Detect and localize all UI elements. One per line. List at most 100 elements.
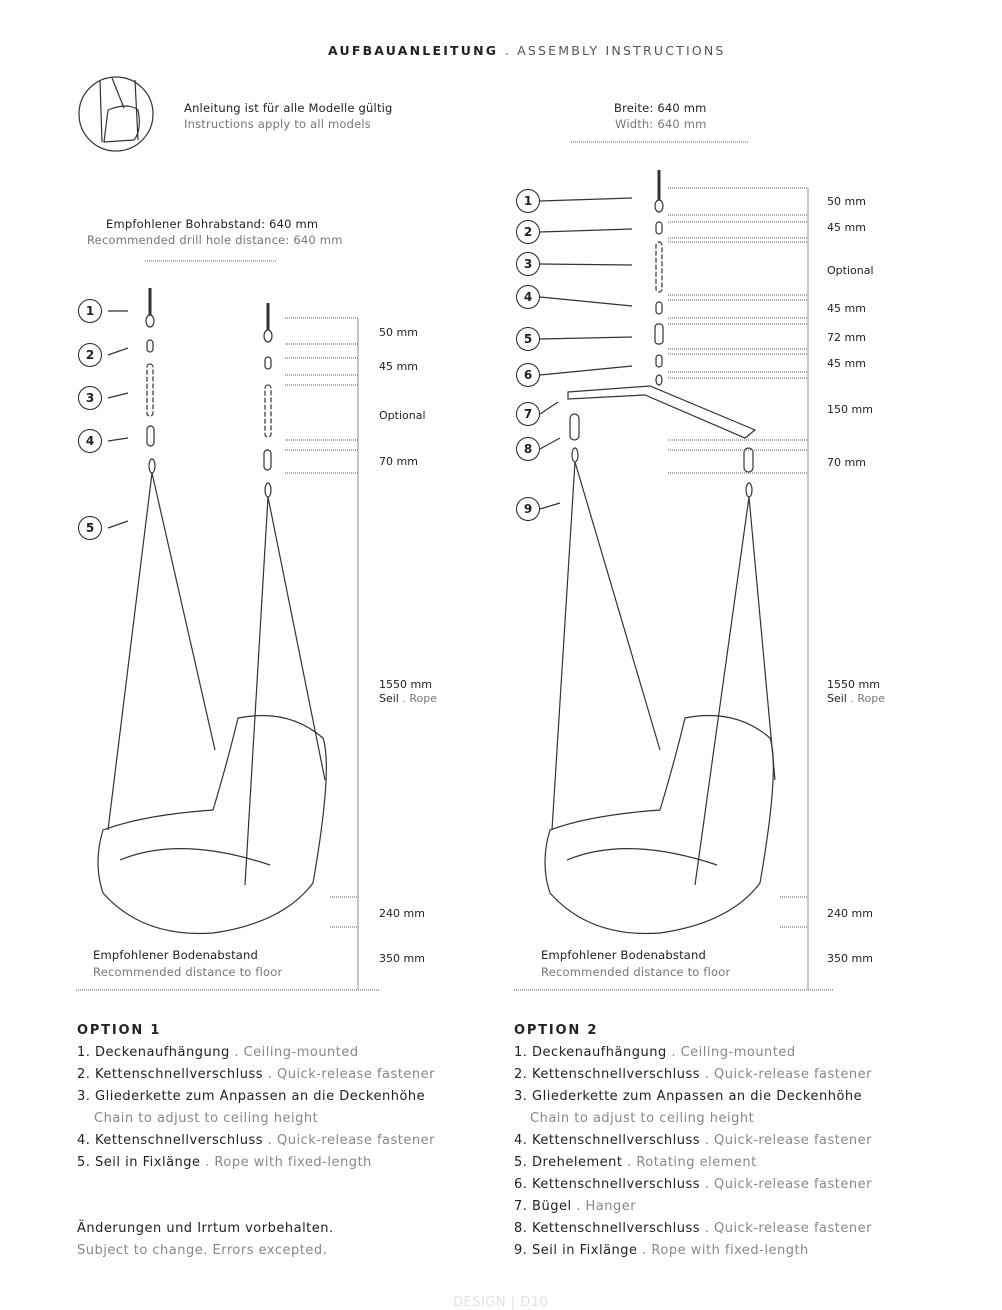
list-item: 2. Kettenschnellverschluss . Quick-relea…: [514, 1067, 872, 1082]
list-item: 5. Seil in Fixlänge . Rope with fixed-le…: [77, 1155, 372, 1170]
list-item: 5. Drehelement . Rotating element: [514, 1155, 757, 1170]
list-item-text: 7. Bügel: [514, 1199, 572, 1214]
rope-de: Seil: [379, 692, 399, 705]
callout-number: 7: [516, 402, 540, 426]
list-item-text: 5. Drehelement: [514, 1155, 623, 1170]
rope-label: Seil . Rope: [827, 692, 885, 705]
model-thumbnail-icon: [78, 76, 154, 152]
rope-de: Seil: [827, 692, 847, 705]
list-item-text: . Quick-release fastener: [267, 1133, 435, 1148]
floor-de: Empfohlener Bodenabstand: [93, 948, 259, 962]
list-item-text: 3. Gliederkette zum Anpassen an die Deck…: [77, 1089, 426, 1104]
dim-label: 72 mm: [827, 331, 866, 344]
list-item-text: 6. Kettenschnellverschluss: [514, 1177, 701, 1192]
list-item-text: . Quick-release fastener: [267, 1067, 435, 1082]
dim-label: 70 mm: [379, 455, 418, 468]
left-seat: [97, 714, 327, 935]
callout-number: 3: [516, 252, 540, 276]
list-item-text: 2. Kettenschnellverschluss: [514, 1067, 701, 1082]
list-item-text: . Ceiling-mounted: [234, 1045, 359, 1060]
list-item-text: . Quick-release fastener: [704, 1133, 872, 1148]
list-item-text: 1. Deckenaufhängung: [514, 1045, 667, 1060]
callout-number: 4: [516, 285, 540, 309]
width-de: Breite: 640 mm: [614, 101, 707, 115]
list-item: 4. Kettenschnellverschluss . Quick-relea…: [514, 1133, 872, 1148]
callout-number: 5: [516, 327, 540, 351]
callout-number: 9: [516, 497, 540, 521]
rope-en: . Rope: [402, 692, 437, 705]
list-item: Chain to adjust to ceiling height: [530, 1111, 754, 1126]
list-item-text: 3. Gliederkette zum Anpassen an die Deck…: [514, 1089, 863, 1104]
title-en: . ASSEMBLY INSTRUCTIONS: [504, 43, 726, 58]
list-item: 4. Kettenschnellverschluss . Quick-relea…: [77, 1133, 435, 1148]
callout-number: 2: [78, 343, 102, 367]
right-chain: [654, 170, 664, 386]
dim-label: 45 mm: [827, 357, 866, 370]
list-item: Chain to adjust to ceiling height: [94, 1111, 318, 1126]
callout-number: 1: [516, 189, 540, 213]
list-item-text: 4. Kettenschnellverschluss: [77, 1133, 264, 1148]
rope-en: . Rope: [850, 692, 885, 705]
drill-de: Empfohlener Bohrabstand: 640 mm: [106, 217, 319, 231]
list-item: 3. Gliederkette zum Anpassen an die Deck…: [77, 1089, 425, 1104]
callout-number: 3: [78, 386, 102, 410]
list-item-text: 1. Deckenaufhängung: [77, 1045, 230, 1060]
callout-number: 4: [78, 429, 102, 453]
right-seat: [544, 714, 774, 935]
page-title: AUFBAUANLEITUNG . ASSEMBLY INSTRUCTIONS: [328, 43, 726, 58]
dim-label: 45 mm: [379, 360, 418, 373]
hanger-bar: [567, 385, 757, 439]
list-item-text: . Rotating element: [627, 1155, 757, 1170]
list-item: 1. Deckenaufhängung . Ceiling-mounted: [514, 1045, 796, 1060]
disclaimer-de: Änderungen und Irrtum vorbehalten.: [77, 1221, 334, 1236]
list-item-text: Chain to adjust to ceiling height: [94, 1111, 319, 1126]
dim-label: Optional: [379, 409, 426, 422]
list-item-text: 4. Kettenschnellverschluss: [514, 1133, 701, 1148]
dim-label: 350 mm: [379, 952, 425, 965]
dim-label: 50 mm: [379, 326, 418, 339]
list-item: 3. Gliederkette zum Anpassen an die Deck…: [514, 1089, 862, 1104]
intro-en: Instructions apply to all models: [184, 117, 371, 131]
list-item-text: . Hanger: [576, 1199, 637, 1214]
list-item-text: . Rope with fixed-length: [642, 1243, 809, 1258]
rope-label: Seil . Rope: [379, 692, 437, 705]
dim-label: 45 mm: [827, 221, 866, 234]
left-chain-b: [263, 303, 273, 498]
list-item-text: . Quick-release fastener: [704, 1067, 872, 1082]
dim-label: 50 mm: [827, 195, 866, 208]
option2-title: OPTION 2: [514, 1023, 599, 1038]
list-item: 6. Kettenschnellverschluss . Quick-relea…: [514, 1177, 872, 1192]
drill-en: Recommended drill hole distance: 640 mm: [87, 233, 343, 247]
callout-number: 2: [516, 220, 540, 244]
dim-label: 1550 mm: [827, 678, 880, 691]
option1-title: OPTION 1: [77, 1023, 162, 1038]
dim-label: 45 mm: [827, 302, 866, 315]
floor-en: Recommended distance to floor: [541, 965, 731, 979]
dim-label: 70 mm: [827, 456, 866, 469]
disclaimer-en: Subject to change. Errors excepted.: [77, 1243, 328, 1258]
dim-label: Optional: [827, 264, 874, 277]
dim-label: 350 mm: [827, 952, 873, 965]
callout-number: 6: [516, 363, 540, 387]
list-item-text: 9. Seil in Fixlänge: [514, 1243, 638, 1258]
list-item-text: . Rope with fixed-length: [205, 1155, 372, 1170]
list-item: 9. Seil in Fixlänge . Rope with fixed-le…: [514, 1243, 809, 1258]
callout-number: 5: [78, 516, 102, 540]
list-item-text: . Quick-release fastener: [704, 1177, 872, 1192]
list-item-text: 5. Seil in Fixlänge: [77, 1155, 201, 1170]
list-item-text: . Quick-release fastener: [704, 1221, 872, 1236]
list-item: 7. Bügel . Hanger: [514, 1199, 636, 1214]
list-item-text: . Ceiling-mounted: [671, 1045, 796, 1060]
dim-label: 240 mm: [827, 907, 873, 920]
callout-number: 1: [78, 299, 102, 323]
title-de: AUFBAUANLEITUNG: [328, 43, 499, 58]
floor-de: Empfohlener Bodenabstand: [541, 948, 707, 962]
list-item-text: Chain to adjust to ceiling height: [530, 1111, 755, 1126]
list-item: 1. Deckenaufhängung . Ceiling-mounted: [77, 1045, 359, 1060]
intro-de: Anleitung ist für alle Modelle gültig: [184, 101, 393, 115]
list-item-text: 8. Kettenschnellverschluss: [514, 1221, 701, 1236]
floor-en: Recommended distance to floor: [93, 965, 283, 979]
dim-label: 150 mm: [827, 403, 873, 416]
